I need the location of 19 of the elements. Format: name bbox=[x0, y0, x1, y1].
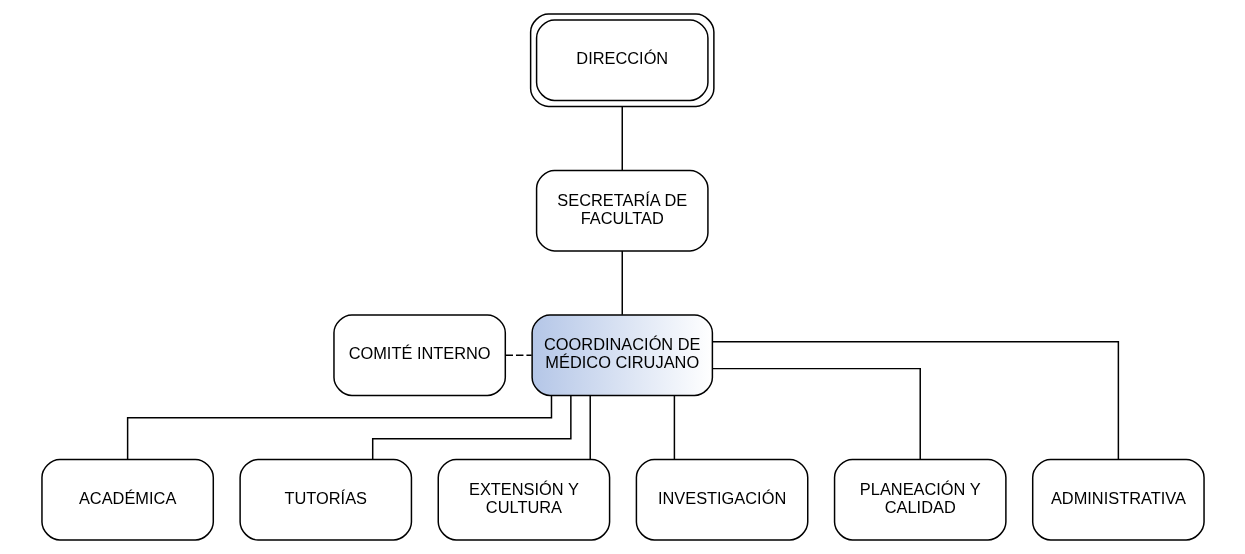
node-box: COORDINACIÓN DE MÉDICO CIRUJANO bbox=[530, 314, 713, 397]
node-box: ADMINISTRATIVA bbox=[1031, 458, 1205, 541]
node-box: DIRECCIÓN bbox=[529, 13, 715, 108]
node-box: ACADÉMICA bbox=[40, 458, 214, 541]
connector bbox=[711, 367, 921, 460]
connector bbox=[673, 394, 675, 460]
connector bbox=[711, 341, 1119, 461]
node-box: EXTENSIÓN Y CULTURA bbox=[437, 458, 610, 541]
connector bbox=[126, 395, 552, 460]
connector bbox=[371, 394, 572, 461]
node-box: PLANEACIÓN Y CALIDAD bbox=[833, 458, 1007, 541]
connector bbox=[621, 250, 623, 316]
node-box: INVESTIGACIÓN bbox=[635, 458, 808, 541]
connector bbox=[588, 394, 591, 460]
connector bbox=[504, 354, 532, 356]
node-box: COMITÉ INTERNO bbox=[332, 314, 506, 397]
node-box: SECRETARÍA DE FACULTAD bbox=[535, 169, 709, 252]
node-box: TUTORÍAS bbox=[238, 458, 412, 541]
connector bbox=[621, 105, 623, 172]
